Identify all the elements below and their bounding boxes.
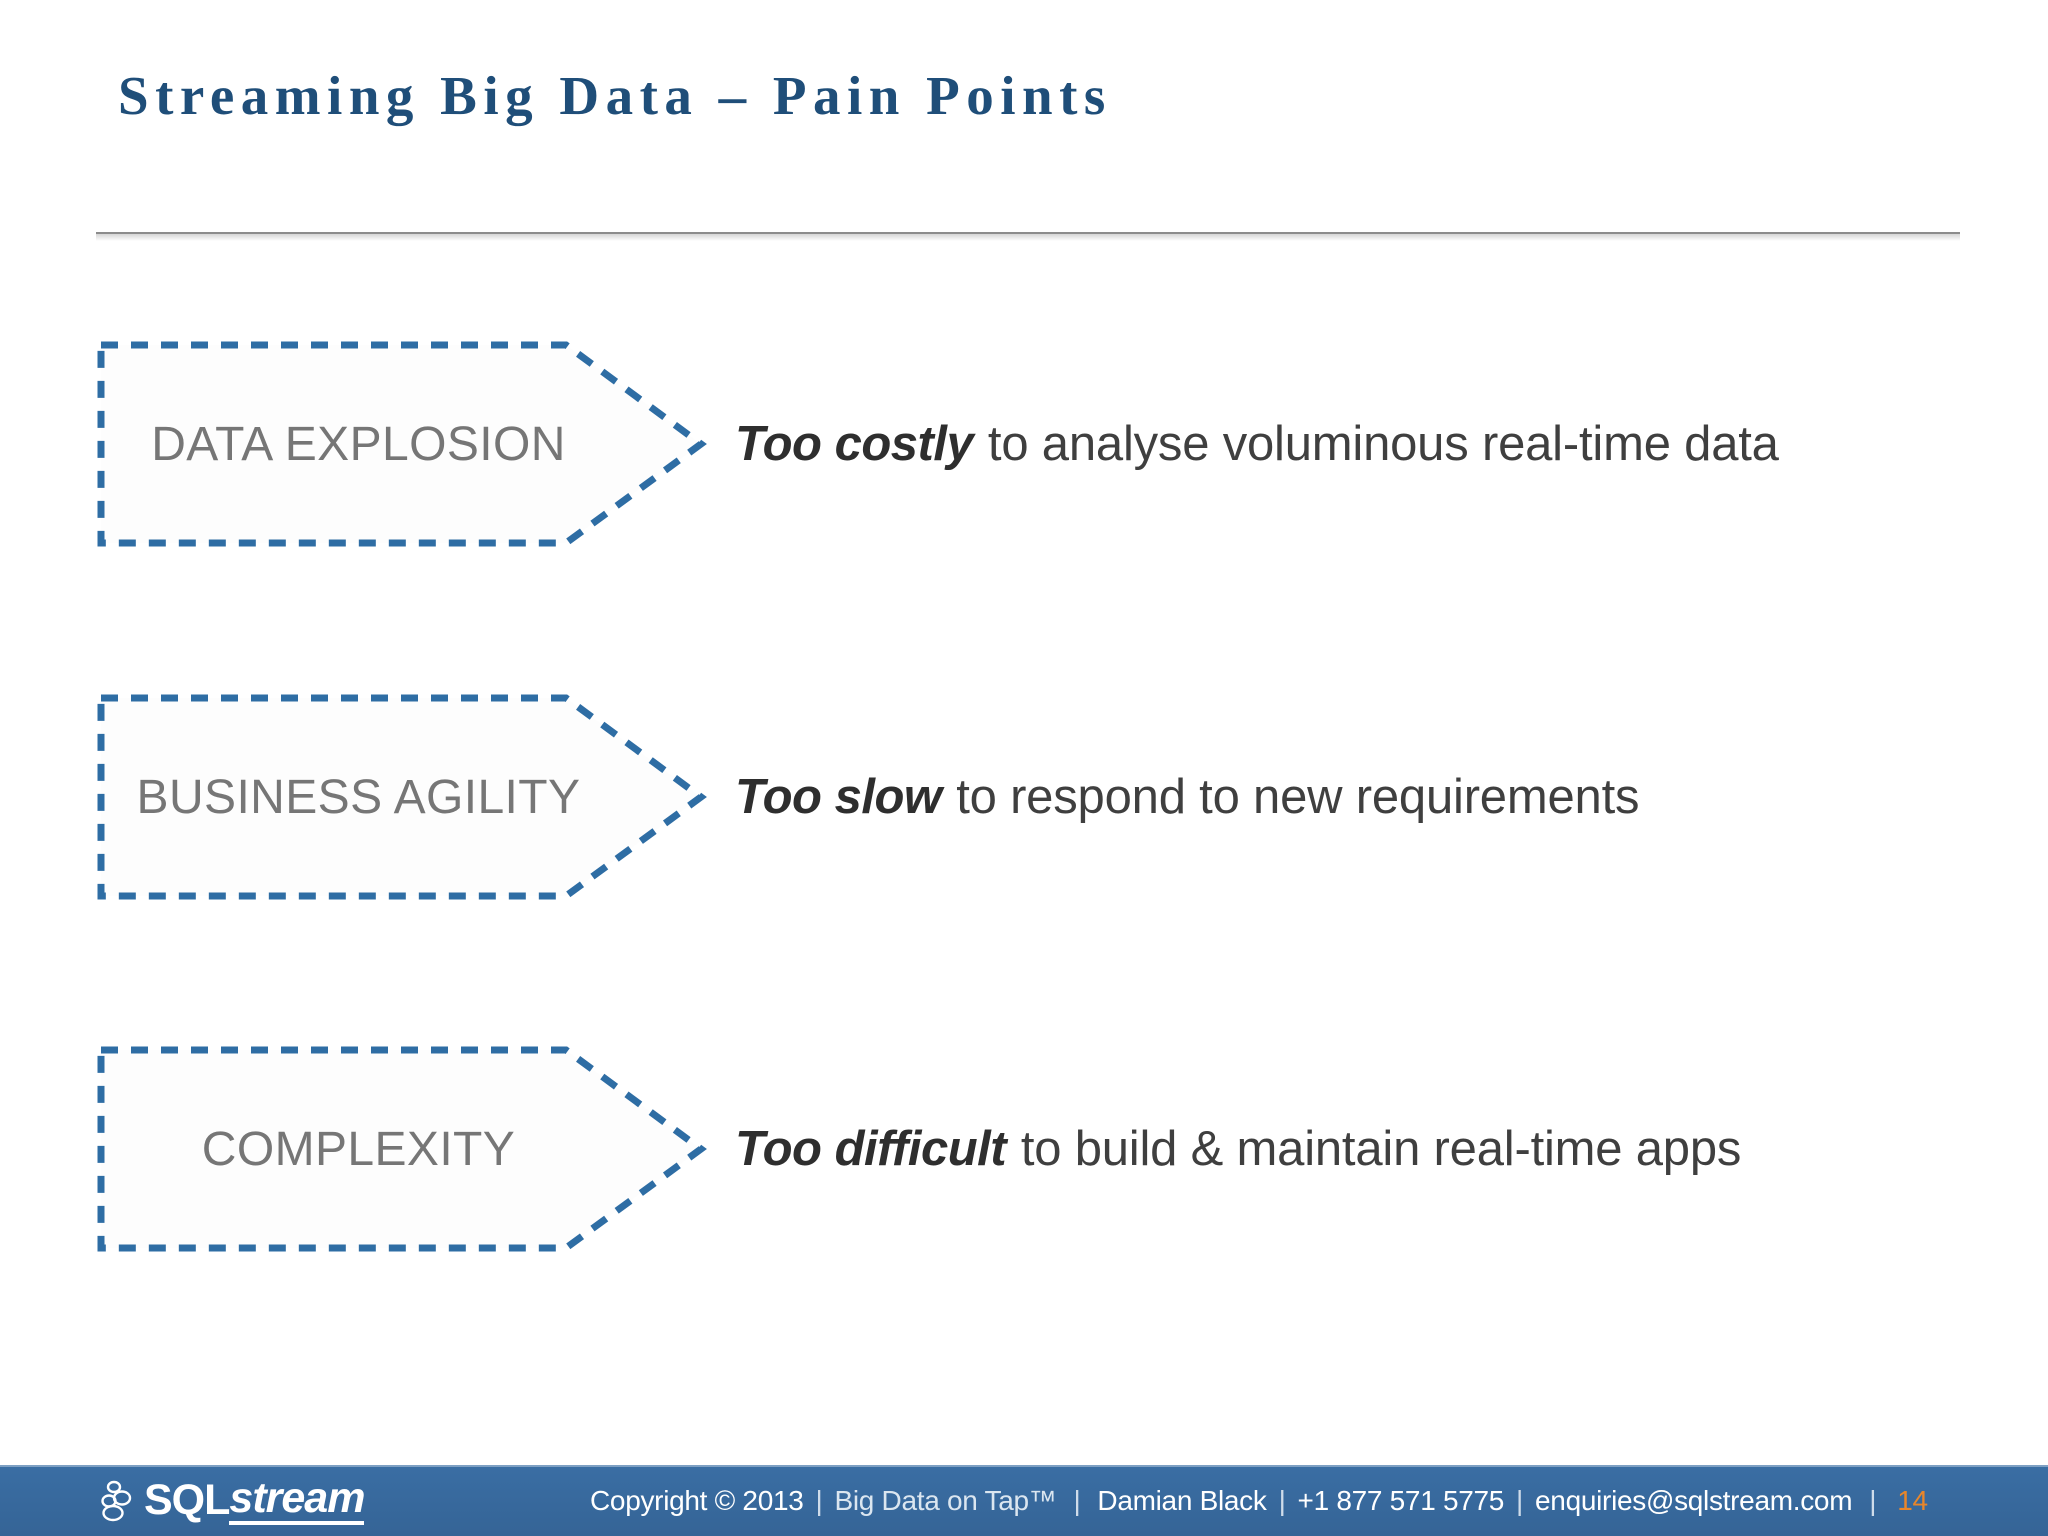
footer-separator: | (1278, 1484, 1286, 1516)
pain-point-statement: Too costly to analyse voluminous real-ti… (735, 340, 1779, 548)
pain-point-lead: Too difficult (735, 1122, 1007, 1176)
footer-meta: Copyright © 2013 | Big Data on Tap™ | Da… (590, 1485, 1928, 1517)
footer-phone[interactable]: +1 877 571 5775 (1297, 1484, 1505, 1516)
footer-separator: | (815, 1484, 823, 1516)
pain-point-lead: Too slow (735, 770, 942, 824)
pain-point-arrow-shape[interactable]: BUSINESS AGILITY (96, 693, 707, 901)
logo-text-primary: SQL (144, 1476, 230, 1524)
chevron-arrow-icon (97, 694, 707, 900)
pain-point-rest: to respond to new requirements (956, 770, 1640, 824)
title-divider-shadow (96, 234, 1960, 241)
bubbles-icon (101, 1480, 132, 1521)
footer-separator: | (1073, 1484, 1081, 1516)
chevron-arrow-icon (97, 341, 707, 547)
footer-email[interactable]: enquiries@sqlstream.com (1535, 1484, 1853, 1516)
page-title: Streaming Big Data – Pain Points (118, 65, 1112, 126)
footer-top-border (0, 1465, 2048, 1467)
pain-point-arrow-shape[interactable]: COMPLEXITY (96, 1045, 707, 1253)
pain-point-rest: to build & maintain real-time apps (1020, 1122, 1742, 1176)
pain-point-rest: to analyse voluminous real-time data (987, 417, 1779, 471)
logo-text-secondary: stream (229, 1476, 365, 1525)
footer-separator: | (1516, 1484, 1524, 1516)
footer-bar: SQL stream Copyright © 2013 | Big Data o… (0, 1465, 2048, 1536)
pain-point-statement: Too slow to respond to new requirements (735, 693, 1640, 901)
footer-author: Damian Black (1097, 1484, 1267, 1516)
footer-separator: | (1869, 1484, 1877, 1516)
pain-point-lead: Too costly (735, 417, 974, 471)
chevron-arrow-icon (97, 1046, 707, 1252)
pain-point-statement: Too difficult to build & maintain real-t… (735, 1045, 1741, 1253)
pain-point-arrow-shape[interactable]: DATA EXPLOSION (96, 340, 707, 548)
footer-page-number: 14 (1897, 1484, 1928, 1516)
footer-copyright: Copyright © 2013 (590, 1484, 804, 1516)
title-divider (96, 232, 1960, 234)
sqlstream-logo[interactable]: SQL stream (96, 1473, 365, 1529)
footer-tagline: Big Data on Tap™ (834, 1484, 1057, 1516)
